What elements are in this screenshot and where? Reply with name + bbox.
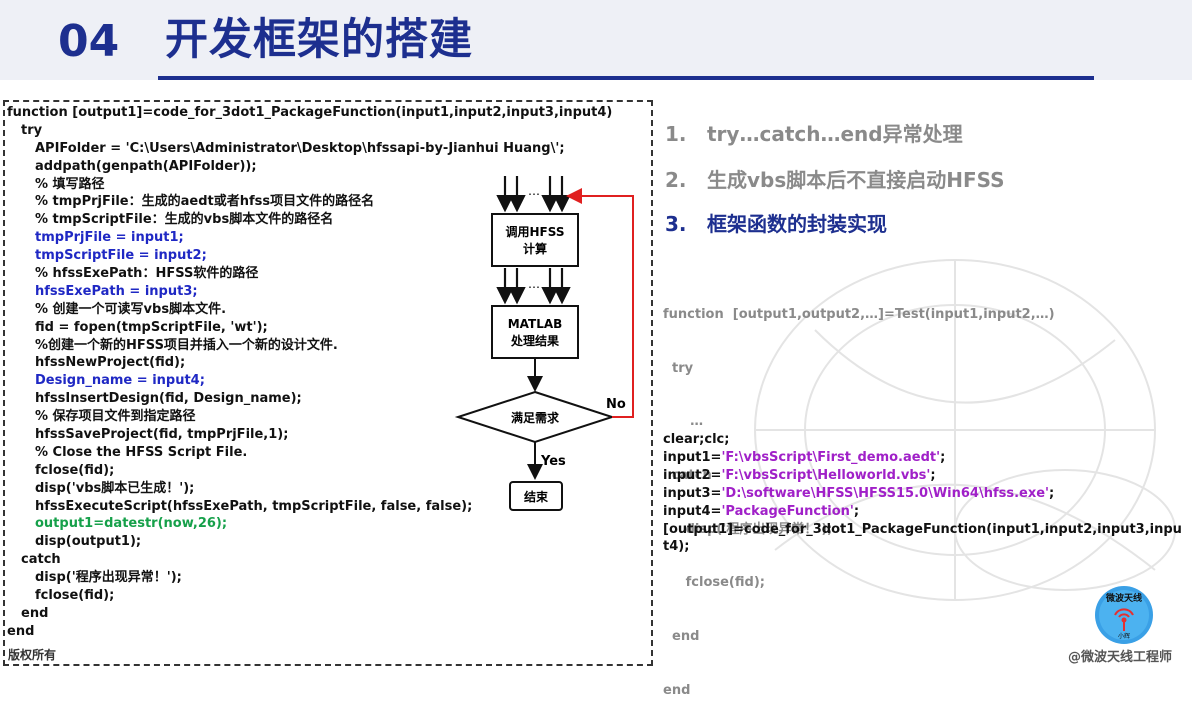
- list-item-1: 1. try…catch…end异常处理: [665, 118, 963, 147]
- sample-line: function [output1,output2,…]=Test(input1…: [663, 306, 1055, 322]
- sample-line: fclose(fid);: [663, 575, 765, 591]
- code-listing: function [output1]=code_for_3dot1_Packag…: [7, 104, 647, 641]
- author-caption: @微波天线工程师: [1068, 650, 1173, 665]
- header-band: [0, 0, 1192, 80]
- call-semicolon: ;: [940, 449, 946, 465]
- background-antenna-sketch: [754, 259, 1176, 601]
- no-loop-arrow: [566, 188, 634, 418]
- input-arrows: [496, 176, 571, 213]
- call-line-input3: input3='D:\software\HFSS\HFSS15.0\Win64\…: [663, 485, 1183, 503]
- code-line: % tmpScriptFile：生成的vbs脚本文件的路径名: [35, 212, 334, 228]
- sample-line: end: [663, 682, 691, 698]
- code-line: tmpPrjFile = input1;: [35, 230, 184, 246]
- call-semicolon: ;: [853, 503, 860, 519]
- list-item-text: 生成vbs脚本后不直接启动HFSS: [707, 168, 1005, 192]
- call-line-input4: input4='PackageFunction';: [663, 503, 1183, 521]
- call-key: input3=: [663, 485, 722, 501]
- sample-line: end: [663, 629, 700, 645]
- end-label: 结束: [524, 489, 549, 504]
- code-line: hfssSaveProject(fid, tmpPrjFile,1);: [35, 427, 289, 443]
- list-item-2: 2. 生成vbs脚本后不直接启动HFSS: [665, 164, 1005, 193]
- code-line: disp(output1);: [35, 534, 142, 550]
- sample-line: …: [663, 414, 704, 430]
- decision-label: 满足需求: [511, 410, 560, 425]
- sample-line: catch: [663, 467, 712, 483]
- code-line: disp('程序出现异常！');: [35, 570, 182, 586]
- sample-line: disp('程序出现异常！');: [663, 521, 833, 537]
- code-line: % hfssExePath：HFSS软件的路径: [35, 266, 259, 282]
- list-item-number: 3.: [665, 212, 687, 236]
- code-line: % 填写路径: [35, 176, 105, 192]
- matlab-process-box: [491, 305, 579, 359]
- flowchart: … 调用HFSS 计算 … MATLAB 处理结果 满足需求 No Yes 结束: [454, 176, 634, 511]
- code-line: %创建一个新的HFSS项目并插入一个新的设计文件.: [35, 337, 338, 353]
- call-line: clear;clc;: [663, 432, 730, 447]
- list-item-text: 框架函数的封装实现: [707, 212, 887, 236]
- yes-label: Yes: [540, 454, 566, 469]
- code-line: try: [21, 122, 43, 138]
- call-key: input1=: [663, 449, 722, 465]
- code-line: hfssInsertDesign(fid, Design_name);: [35, 391, 302, 407]
- copyright-label: 版权所有: [8, 648, 57, 662]
- code-line: fclose(fid);: [35, 462, 115, 478]
- middle-arrows: [496, 268, 571, 305]
- code-line: disp('vbs脚本已生成！');: [35, 480, 195, 496]
- hfss-compute-label-2: 计算: [523, 241, 547, 256]
- header-rule: [158, 76, 1094, 80]
- code-line: hfssNewProject(fid);: [35, 355, 186, 371]
- code-line: Design_name = input4;: [35, 373, 205, 389]
- code-line: % tmpPrjFile：生成的aedt或者hfss项目文件的路径名: [35, 194, 375, 210]
- code-line: % 创建一个可读写vbs脚本文件.: [35, 301, 227, 317]
- code-line: fclose(fid);: [35, 588, 115, 604]
- call-line-input2: input2='F:\vbsScript\Helloworld.vbs';: [663, 467, 1183, 485]
- code-line: fid = fopen(tmpScriptFile, 'wt');: [35, 319, 268, 335]
- code-line: hfssExecuteScript(hfssExePath, tmpScript…: [35, 498, 473, 514]
- code-line: catch: [21, 552, 61, 568]
- logo-bottom-text: 小辉: [1118, 632, 1130, 640]
- code-line: % Close the HFSS Script File.: [35, 444, 248, 460]
- matlab-process-label-1: MATLAB: [508, 317, 563, 331]
- sample-line: try: [663, 360, 694, 376]
- section-title: 开发框架的搭建: [165, 15, 473, 65]
- code-line: function [output1]=code_for_3dot1_Packag…: [7, 105, 613, 120]
- code-line: APIFolder = 'C:\Users\Administrator\Desk…: [35, 140, 565, 156]
- call-string: 'F:\vbsScript\Helloworld.vbs': [721, 467, 931, 483]
- hfss-compute-box: [491, 213, 579, 267]
- code-line: % 保存项目文件到指定路径: [35, 409, 196, 425]
- ellipsis-top: …: [528, 184, 540, 198]
- end-box: [509, 481, 563, 511]
- code-line: output1=datestr(now,26);: [35, 516, 228, 532]
- section-number: 04: [58, 16, 120, 67]
- code-line: end: [7, 623, 35, 639]
- list-item-number: 2.: [665, 168, 687, 192]
- matlab-process-label-2: 处理结果: [510, 333, 559, 348]
- call-key: input4=: [663, 503, 722, 519]
- code-panel: [3, 100, 653, 666]
- code-line: addpath(genpath(APIFolder));: [35, 158, 257, 174]
- call-code: clear;clc; input1='F:\vbsScript\First_de…: [663, 431, 1183, 556]
- call-semicolon: ;: [930, 467, 936, 483]
- code-line: tmpScriptFile = input2;: [35, 248, 207, 264]
- call-line-input1: input1='F:\vbsScript\First_demo.aedt';: [663, 449, 1183, 467]
- list-item-text: try…catch…end异常处理: [707, 122, 963, 146]
- list-item-number: 1.: [665, 122, 687, 146]
- wechat-logo-icon: 微波天线 小辉: [1095, 586, 1153, 644]
- call-key: input2=: [663, 467, 722, 483]
- code-line: end: [21, 605, 49, 621]
- code-line: hfssExePath = input3;: [35, 283, 198, 299]
- call-line-function: [output1]=code_for_3dot1_PackageFunction…: [663, 521, 1182, 555]
- ellipsis-middle: …: [528, 277, 540, 291]
- list-item-3: 3. 框架函数的封装实现: [665, 208, 887, 237]
- logo-top-text: 微波天线: [1105, 592, 1142, 604]
- call-semicolon: ;: [1049, 485, 1055, 501]
- call-string: 'D:\software\HFSS\HFSS15.0\Win64\hfss.ex…: [721, 485, 1050, 501]
- hfss-compute-label-1: 调用HFSS: [506, 225, 565, 239]
- sample-code: function [output1,output2,…]=Test(input1…: [663, 270, 1183, 718]
- call-string: 'PackageFunction': [721, 503, 854, 519]
- no-label: No: [606, 397, 626, 412]
- call-string: 'F:\vbsScript\First_demo.aedt': [721, 449, 941, 465]
